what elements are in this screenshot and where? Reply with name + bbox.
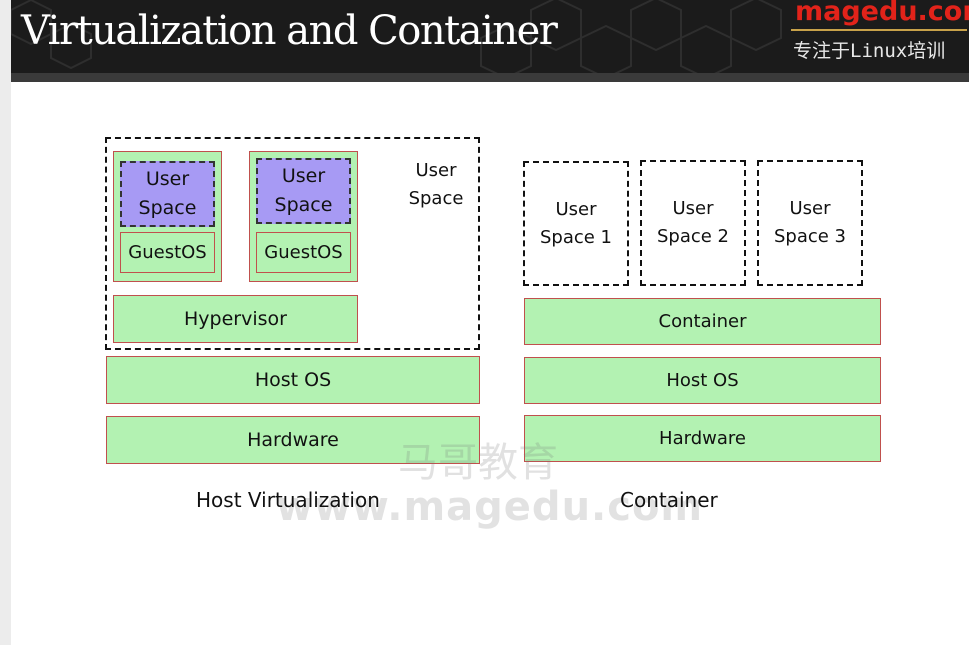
left-edge [0, 0, 11, 645]
hexagon-pattern [11, 0, 782, 73]
host-virtualization-caption: Host Virtualization [196, 488, 380, 512]
slide-header: Virtualization and Container magedu.com … [11, 0, 969, 73]
brand-tagline: 专注于Linux培训 [793, 40, 946, 62]
header-underline [11, 73, 969, 82]
hypervisor-layer: Hypervisor [113, 295, 358, 343]
container-engine-layer: Container [524, 298, 881, 345]
brand-logo: magedu.com 专注于Linux培训 [785, 0, 969, 70]
vm-2-guest-os: GuestOS [256, 232, 351, 273]
watermark-url: www.magedu.com [276, 484, 704, 530]
host-os-layer: Host OS [106, 356, 480, 404]
container-host-os-layer: Host OS [524, 357, 881, 404]
container-user-space-2: User Space 2 [640, 160, 746, 286]
host-outer-userspace-label: User Space [408, 160, 464, 209]
vm-2-user-space: User Space [256, 158, 351, 224]
vm-1-user-space: User Space [120, 161, 215, 227]
vm-1-guest-os: GuestOS [120, 232, 215, 273]
slide-title: Virtualization and Container [21, 8, 558, 54]
host-hardware-layer: Hardware [106, 416, 480, 464]
container-user-space-1: User Space 1 [523, 161, 629, 286]
container-hardware-layer: Hardware [524, 415, 881, 462]
brand-name: magedu [795, 0, 918, 27]
container-caption: Container [620, 488, 718, 512]
brand-tld: .com [917, 0, 969, 27]
brand-rule [791, 29, 967, 31]
watermark-chinese: 马哥教育 [398, 440, 558, 486]
container-user-space-3: User Space 3 [757, 160, 863, 286]
